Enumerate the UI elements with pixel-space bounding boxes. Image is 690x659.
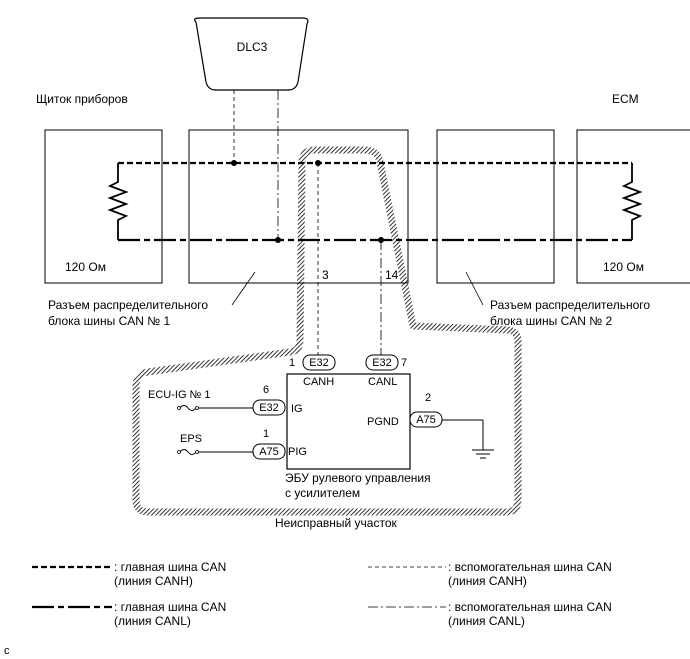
legend-aux-canh-text2: (линия CANH) xyxy=(448,574,527,588)
canl-connector-label: E32 xyxy=(372,357,392,369)
pin-14-label: 14 xyxy=(385,268,399,282)
instrument-panel-label: Щиток приборов xyxy=(36,92,128,106)
legend-main-canh-text2: (линия CANH) xyxy=(114,574,193,588)
pig-fuse-icon xyxy=(179,449,197,455)
dlc3-connector xyxy=(194,17,309,91)
canh-pin-number: 1 xyxy=(289,357,295,369)
canl-connector xyxy=(365,354,399,371)
legend-main-canh-text1: : главная шина CAN xyxy=(114,560,226,574)
pin-3-label: 3 xyxy=(322,268,329,282)
pgnd-label: PGND xyxy=(367,416,399,428)
junction2-label-line1: Разъем распределительного xyxy=(490,298,650,312)
resistor-right xyxy=(621,163,643,240)
ig-fuse-end-left-icon xyxy=(177,406,181,410)
pig-connector xyxy=(252,443,286,460)
pig-fuse-end-left-icon xyxy=(177,450,181,454)
junction2-label-line2: блока шины CAN № 2 xyxy=(490,314,612,328)
legend-aux-canh-text1: : вспомогательная шина CAN xyxy=(448,560,612,574)
legend-aux-canl-text2: (линия CANL) xyxy=(448,614,525,628)
junction-block-1-box xyxy=(188,129,409,284)
pig-connector-label: A75 xyxy=(259,446,279,458)
eps-ecu-name-line1: ЭБУ рулевого управления xyxy=(285,471,431,485)
canh-label: CANH xyxy=(303,376,334,388)
corner-mark: c xyxy=(4,645,10,657)
junction-dot-dlc3-canh xyxy=(231,160,237,166)
junction1-label-line1: Разъем распределительного xyxy=(48,298,208,312)
ig-fuse-icon xyxy=(179,405,197,411)
legend-main-canl-text2: (линия CANL) xyxy=(114,614,191,628)
ground-icon xyxy=(472,449,494,459)
ig-label: IG xyxy=(291,403,303,415)
canh-connector xyxy=(302,354,336,371)
pig-pin-number: 1 xyxy=(263,428,269,440)
pig-label: PIG xyxy=(288,446,307,458)
canl-pin-number: 7 xyxy=(401,357,407,369)
eps-ecu-box xyxy=(286,373,411,470)
junction1-label-line2: блока шины CAN № 1 xyxy=(48,314,170,328)
ig-connector-label: E32 xyxy=(259,402,279,414)
pgnd-connector-label: A75 xyxy=(416,414,436,426)
junction-block-2-box xyxy=(436,129,555,284)
ig-source-label: ECU-IG № 1 xyxy=(148,389,211,401)
faulty-area-label: Неисправный участок xyxy=(275,516,398,530)
legend-main-canl-text1: : главная шина CAN xyxy=(114,600,226,614)
faulty-area-outline xyxy=(132,146,522,516)
junction2-leader xyxy=(465,271,484,306)
canh-connector-label: E32 xyxy=(309,357,329,369)
ecm-box xyxy=(576,129,690,284)
resistor-right-label: 120 Ом xyxy=(603,260,644,274)
dlc3-label: DLC3 xyxy=(237,40,268,54)
junction-dot-dlc3-canl xyxy=(275,237,281,243)
resistor-left xyxy=(107,163,129,240)
ecm-label: ECM xyxy=(612,92,639,106)
pgnd-pin-number: 2 xyxy=(425,392,431,404)
canl-label: CANL xyxy=(368,376,397,388)
eps-ecu-name-line2: с усилителем xyxy=(285,486,360,500)
ig-pin-number: 6 xyxy=(263,384,269,396)
junction1-leader xyxy=(231,271,256,306)
pig-source-label: EPS xyxy=(180,433,202,445)
legend-aux-canl-text1: : вспомогательная шина CAN xyxy=(448,600,612,614)
resistor-left-label: 120 Ом xyxy=(65,260,106,274)
instrument-panel-box xyxy=(44,129,163,284)
ig-connector xyxy=(252,399,286,416)
